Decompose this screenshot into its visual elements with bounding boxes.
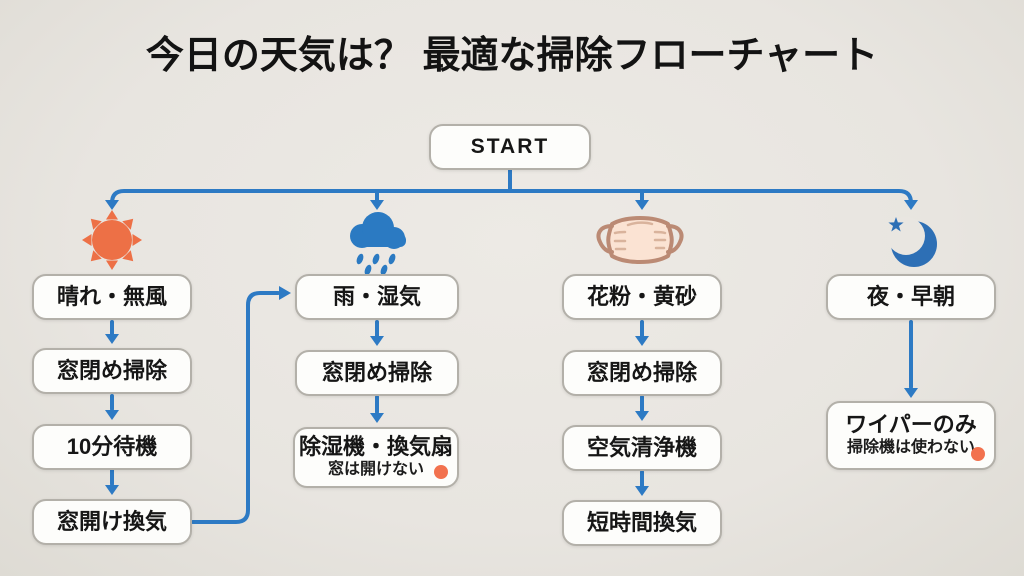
node-night-wiper-only: ワイパーのみ 掃除機は使わない	[826, 401, 996, 470]
sun-icon	[82, 210, 142, 270]
node-label: 窓閉め掃除	[56, 357, 167, 383]
warning-dot-icon	[971, 447, 985, 461]
moon-icon	[887, 217, 937, 267]
node-pollen-clean-windows-closed: 窓閉め掃除	[562, 350, 722, 396]
node-label: 窓閉め掃除	[586, 359, 697, 385]
node-sunny-open-window-ventilate: 窓開け換気	[32, 499, 192, 545]
node-pollen-short-ventilation: 短時間換気	[562, 500, 722, 546]
node-label: 夜・早朝	[866, 283, 955, 309]
node-label: 空気清浄機	[586, 434, 697, 460]
star-shape	[888, 217, 904, 232]
node-label: 除湿機・換気扇	[298, 434, 453, 460]
node-label: ワイパーのみ	[845, 412, 977, 438]
start-label: START	[470, 135, 550, 159]
node-label: 花粉・黄砂	[586, 283, 697, 309]
mask-icon	[596, 216, 684, 264]
node-label: 短時間換気	[586, 509, 697, 535]
node-label: 窓開け換気	[56, 508, 167, 534]
page-title: 今日の天気は？ 最適な掃除フローチャート	[145, 35, 879, 77]
warning-dot-icon	[434, 465, 448, 479]
node-label: 雨・湿気	[332, 283, 421, 309]
node-note: 掃除機は使わない	[846, 439, 975, 457]
node-sunny-condition: 晴れ・無風	[32, 274, 192, 320]
node-sunny-clean-windows-closed: 窓閉め掃除	[32, 348, 192, 394]
node-note: 窓は開けない	[327, 461, 424, 479]
node-label: 窓閉め掃除	[321, 359, 432, 385]
rain-cloud-icon	[350, 212, 406, 276]
node-pollen-condition: 花粉・黄砂	[562, 274, 722, 320]
node-label: 10分待機	[66, 433, 158, 459]
node-rain-clean-windows-closed: 窓閉め掃除	[295, 350, 459, 396]
node-rain-condition: 雨・湿気	[295, 274, 459, 320]
node-sunny-wait-10min: 10分待機	[32, 424, 192, 470]
start-node: START	[429, 124, 591, 170]
node-night-condition: 夜・早朝	[826, 274, 996, 320]
node-label: 晴れ・無風	[56, 283, 167, 309]
node-rain-dehumidifier-fan: 除湿機・換気扇 窓は開けない	[293, 427, 459, 488]
node-pollen-air-purifier: 空気清浄機	[562, 425, 722, 471]
